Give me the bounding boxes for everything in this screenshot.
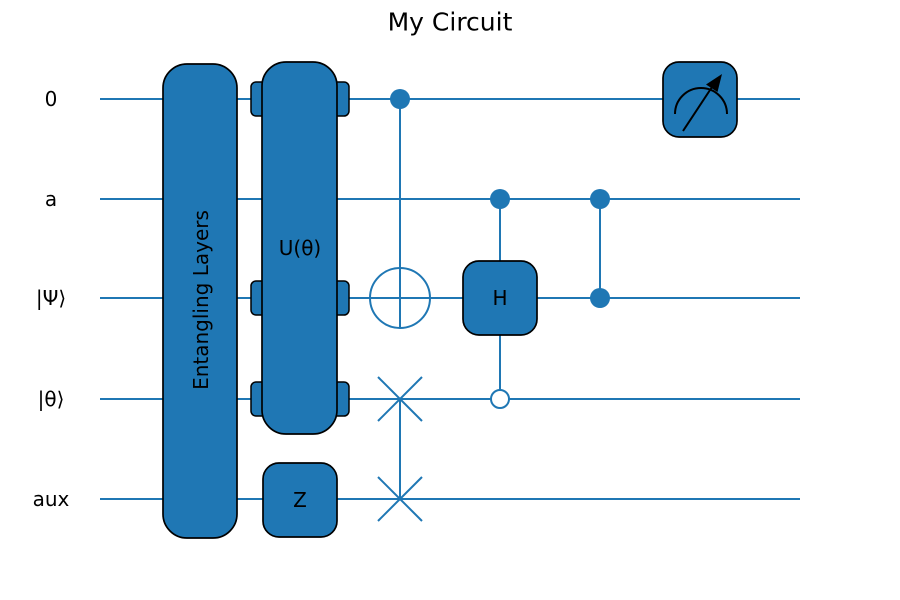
entangling-layers-gate: Entangling Layers xyxy=(162,63,238,539)
cnot-control-dot xyxy=(390,89,410,109)
wire-label-0: 0 xyxy=(45,87,58,111)
h-gate-label: H xyxy=(492,286,507,310)
wire-label-psi: |Ψ⟩ xyxy=(36,286,66,310)
controlled-h-control-dot xyxy=(490,189,510,209)
z-gate-box xyxy=(262,462,338,538)
gauge-measurement-icon xyxy=(674,87,728,115)
controlled-h-gate: H xyxy=(462,189,538,409)
wire-label-aux: aux xyxy=(33,487,70,511)
u-theta-label: U(θ) xyxy=(279,236,321,260)
cnot-target-icon xyxy=(369,267,431,329)
swap-gate xyxy=(377,376,423,522)
u-theta-gate: U(θ) xyxy=(250,61,350,435)
controlled-h-open-control xyxy=(490,389,510,409)
cnot-gate xyxy=(369,89,431,329)
entangling-layers-label: Entangling Layers xyxy=(189,210,213,390)
wire-label-a: a xyxy=(45,187,57,211)
gauge-needle-line xyxy=(682,86,713,132)
z-gate-label: Z xyxy=(293,488,307,512)
cz-gate xyxy=(590,189,610,308)
z-gate: Z xyxy=(262,462,338,538)
u-theta-box xyxy=(261,61,338,435)
figure-title: My Circuit xyxy=(388,8,513,37)
swap-x-icon-theta-2 xyxy=(377,376,423,422)
h-gate-box xyxy=(462,260,538,336)
measurement-gate xyxy=(662,61,738,138)
measurement-box xyxy=(662,61,738,138)
cz-dot-a xyxy=(590,189,610,209)
wire-label-theta: |θ⟩ xyxy=(38,387,65,411)
gauge-needle-arrowhead xyxy=(706,74,722,92)
swap-x-icon-aux-2 xyxy=(377,476,423,522)
cz-dot-psi xyxy=(590,288,610,308)
entangling-layers-box xyxy=(162,63,238,539)
